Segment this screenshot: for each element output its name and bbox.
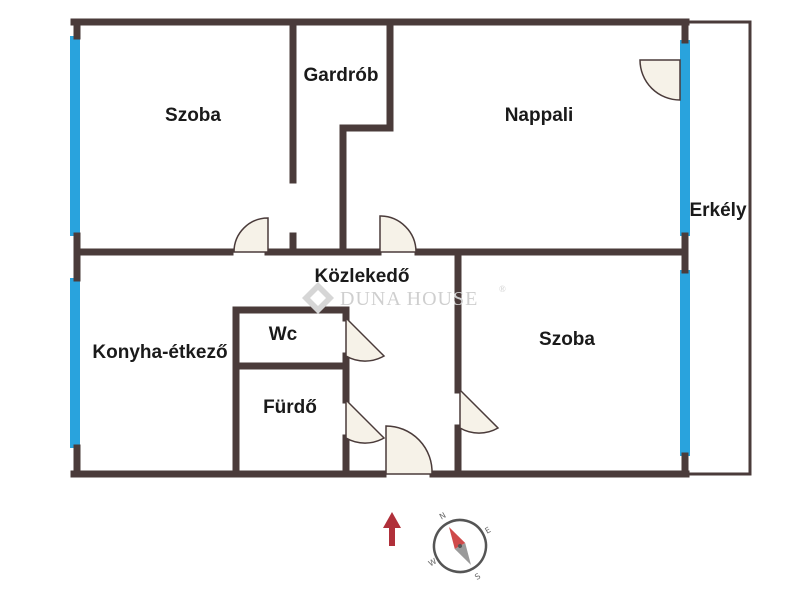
- compass-icon: N E S W: [427, 511, 493, 582]
- compass-n: N: [438, 511, 448, 522]
- room-label-wc: Wc: [269, 324, 298, 345]
- door-nappali: [379, 215, 417, 253]
- door-nappali-balcony: [639, 59, 681, 101]
- compass-needle-south: [454, 543, 471, 566]
- watermark-brand: DUNA HOUSE: [340, 288, 478, 310]
- window-bottom-left: [70, 278, 80, 448]
- room-label-nappali: Nappali: [505, 105, 574, 126]
- room-label-szoba-right: Szoba: [539, 329, 595, 350]
- window-right-top: [680, 40, 690, 236]
- window-right-bottom: [680, 270, 690, 456]
- door-entrance: [385, 425, 433, 475]
- room-label-erkely: Erkély: [689, 200, 746, 221]
- windows: [70, 36, 690, 456]
- window-top-left: [70, 36, 80, 236]
- room-label-konyha: Konyha-étkező: [92, 342, 227, 363]
- door-furdo: [345, 398, 386, 444]
- watermark-registered: ®: [499, 284, 507, 294]
- compass-needle-north: [449, 526, 466, 549]
- duna-house-watermark: DUNA HOUSE ®: [302, 282, 507, 314]
- room-label-kozlekedo: Közlekedő: [314, 266, 409, 287]
- compass-w: W: [427, 557, 438, 569]
- room-label-gardrob: Gardrób: [304, 65, 379, 86]
- door-szoba-right: [459, 388, 500, 434]
- balcony-outline: [686, 20, 752, 476]
- door-wc: [345, 316, 386, 362]
- compass-s: S: [473, 572, 482, 582]
- doors: [233, 59, 681, 475]
- compass-e: E: [484, 525, 493, 535]
- walls: [70, 18, 690, 478]
- room-label-szoba-top: Szoba: [165, 105, 221, 126]
- room-label-furdo: Fürdő: [263, 397, 317, 418]
- entrance-arrow-icon: [383, 512, 401, 546]
- door-szoba-top: [233, 217, 269, 253]
